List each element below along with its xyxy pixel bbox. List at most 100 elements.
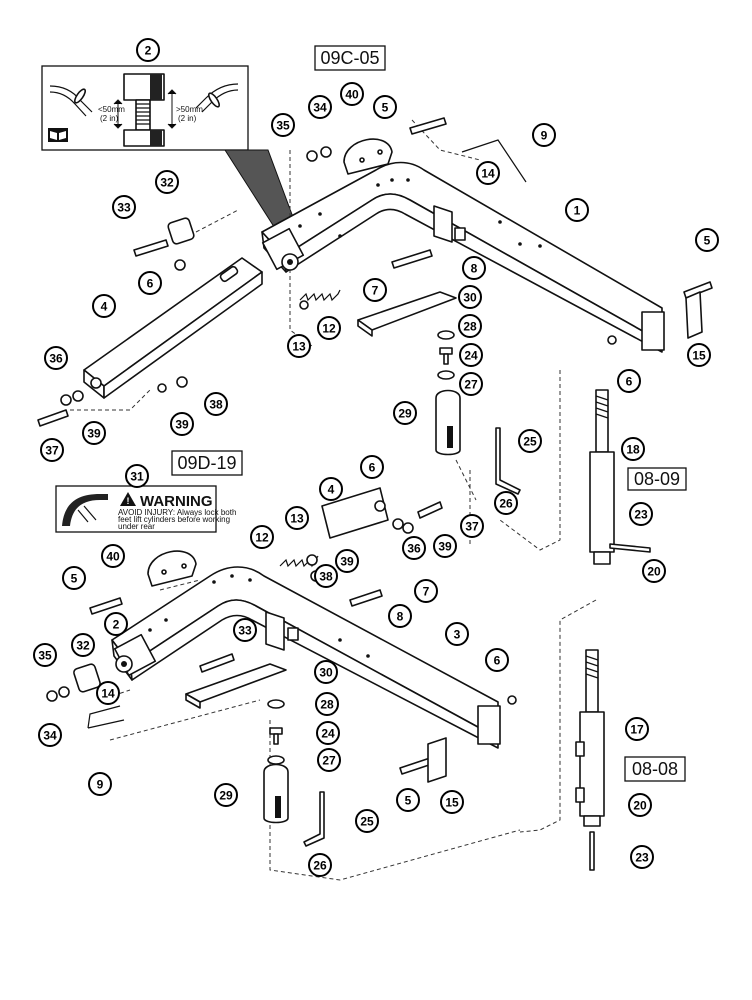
part-callout-14: 14 [476, 161, 500, 185]
callout-number: 25 [523, 435, 537, 449]
callout-number: 38 [319, 570, 333, 584]
reference-box-08-08: 08-08 [624, 756, 686, 782]
part-callout-5: 5 [62, 566, 86, 590]
callout-number: 39 [175, 418, 189, 432]
part-callout-9: 9 [532, 123, 556, 147]
part-callout-7: 7 [363, 278, 387, 302]
warning-heading: WARNING [140, 493, 213, 510]
callout-number: 31 [130, 470, 144, 484]
callout-number: 20 [647, 565, 661, 579]
part-callout-20: 20 [642, 559, 666, 583]
part-callout-27: 27 [459, 372, 483, 396]
part-callout-37: 37 [460, 514, 484, 538]
part-callout-34: 34 [38, 723, 62, 747]
callout-number: 34 [313, 101, 327, 115]
callout-number: 13 [290, 512, 304, 526]
callout-number: 6 [147, 277, 154, 291]
cover-part-40 [343, 138, 393, 175]
callout-number: 27 [322, 754, 336, 768]
reference-label: 09C-05 [320, 48, 379, 68]
warning-decal: ! WARNING AVOID INJURY: Always lock both… [55, 485, 236, 533]
warning-triangle-icon: ! [120, 492, 136, 506]
part-callout-6: 6 [617, 369, 641, 393]
part-callout-12: 12 [250, 525, 274, 549]
part-callout-20: 20 [628, 793, 652, 817]
cylinder-part-18 [589, 389, 651, 565]
warning-line-3: under rear [118, 522, 155, 531]
part-callout-35: 35 [33, 643, 57, 667]
callout-number: 32 [160, 176, 174, 190]
part-callout-26: 26 [494, 491, 518, 515]
callout-number: 26 [499, 497, 513, 511]
bottom-frame-assembly [46, 487, 517, 847]
part-callout-9: 9 [88, 772, 112, 796]
part-callout-25: 25 [518, 429, 542, 453]
part-callout-5: 5 [373, 95, 397, 119]
part-callout-36: 36 [402, 536, 426, 560]
callout-number: 23 [634, 508, 648, 522]
part-callout-32: 32 [71, 633, 95, 657]
part-callout-40: 40 [101, 544, 125, 568]
callout-number: 30 [463, 291, 477, 305]
part-callout-34: 34 [308, 95, 332, 119]
callout-number: 17 [630, 723, 644, 737]
callout-number: 33 [117, 201, 131, 215]
callout-number: 5 [71, 572, 78, 586]
part-callout-36: 36 [44, 346, 68, 370]
part-callout-28: 28 [315, 692, 339, 716]
callout-number: 27 [464, 378, 478, 392]
warning-line-2: feet lift cylinders before working [118, 515, 230, 524]
part-callout-40: 40 [340, 82, 364, 106]
part-callout-33: 33 [112, 195, 136, 219]
part-callout-8: 8 [462, 256, 486, 280]
callout-number: 20 [633, 799, 647, 813]
part-callout-2: 2 [136, 38, 160, 62]
part-callout-23: 23 [630, 845, 654, 869]
callout-number: 5 [704, 234, 711, 248]
part-callout-12: 12 [317, 316, 341, 340]
part-callout-32: 32 [155, 170, 179, 194]
callout-number: 32 [76, 639, 90, 653]
callout-number: 14 [101, 687, 115, 701]
part-callout-38: 38 [314, 564, 338, 588]
reference-box-09d-19: 09D-19 [171, 450, 243, 476]
inset-detail: <50mm (2 in) >50mm (2 in) [41, 65, 249, 151]
callout-number: 38 [209, 398, 223, 412]
callout-number: 8 [397, 610, 404, 624]
callout-number: 35 [276, 119, 290, 133]
manual-book-icon [48, 128, 68, 142]
reference-label: 08-08 [632, 759, 678, 779]
part-callout-39: 39 [433, 534, 457, 558]
callout-number: 2 [145, 44, 152, 58]
callout-number: 7 [423, 585, 430, 599]
part-callout-26: 26 [308, 853, 332, 877]
callout-number: 4 [328, 483, 335, 497]
part-callout-27: 27 [317, 748, 341, 772]
part-callout-39: 39 [170, 412, 194, 436]
callout-number: 30 [319, 666, 333, 680]
callout-number: 6 [494, 654, 501, 668]
part-callout-15: 15 [440, 790, 464, 814]
callout-number: 29 [219, 789, 233, 803]
post-part-29 [435, 389, 461, 456]
reference-label: 09D-19 [177, 453, 236, 473]
callout-number: 24 [321, 727, 335, 741]
callout-number: 18 [626, 443, 640, 457]
callout-number: 36 [49, 352, 63, 366]
part-callout-39: 39 [82, 421, 106, 445]
part-callout-2: 2 [104, 612, 128, 636]
callout-number: 26 [313, 859, 327, 873]
callout-number: 29 [398, 407, 412, 421]
top-frame-assembly [37, 117, 713, 495]
part-callout-29: 29 [393, 401, 417, 425]
callout-number: 12 [322, 322, 336, 336]
part-callout-29: 29 [214, 783, 238, 807]
part-callout-4: 4 [319, 477, 343, 501]
callout-number: 36 [407, 542, 421, 556]
callout-number: 25 [360, 815, 374, 829]
reference-label: 08-09 [634, 469, 680, 489]
callout-number: 33 [238, 624, 252, 638]
part-callout-6: 6 [138, 271, 162, 295]
callout-number: 39 [438, 540, 452, 554]
